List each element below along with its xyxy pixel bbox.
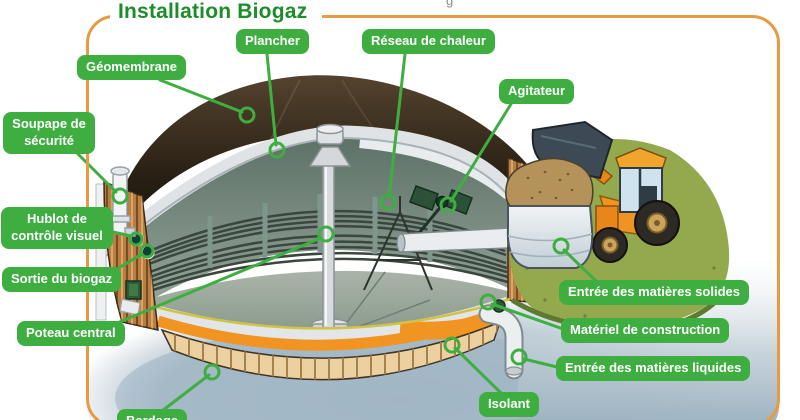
label-poteau-central: Poteau central (17, 321, 125, 346)
label-materiel-construction: Matériel de construction (561, 318, 730, 343)
cropped-text-remnant: g (446, 0, 454, 8)
label-plancher: Plancher (236, 29, 309, 54)
wheel-loader (531, 120, 680, 263)
label-hublot-controle-visuel: Hublot de contrôle visuel (1, 207, 113, 249)
label-agitateur: Agitateur (499, 79, 575, 104)
label-reseau-de-chaleur: Réseau de chaleur (362, 29, 495, 54)
label-soupape-de-securite: Soupape de sécurité (3, 112, 95, 154)
solids-hopper (505, 157, 594, 269)
label-entree-matieres-solides: Entrée des matières solides (559, 280, 749, 305)
tripod (363, 196, 433, 291)
label-isolant: Isolant (479, 392, 539, 417)
label-sortie-du-biogaz: Sortie du biogaz (2, 267, 122, 292)
page-title: Installation Biogaz (118, 0, 308, 23)
label-entree-matieres-liquides: Entrée des matières liquides (556, 356, 751, 381)
label-bardage: Bardage (117, 409, 188, 420)
inlet-valve (492, 299, 506, 313)
label-geomembrane: Géomembrane (77, 55, 187, 80)
